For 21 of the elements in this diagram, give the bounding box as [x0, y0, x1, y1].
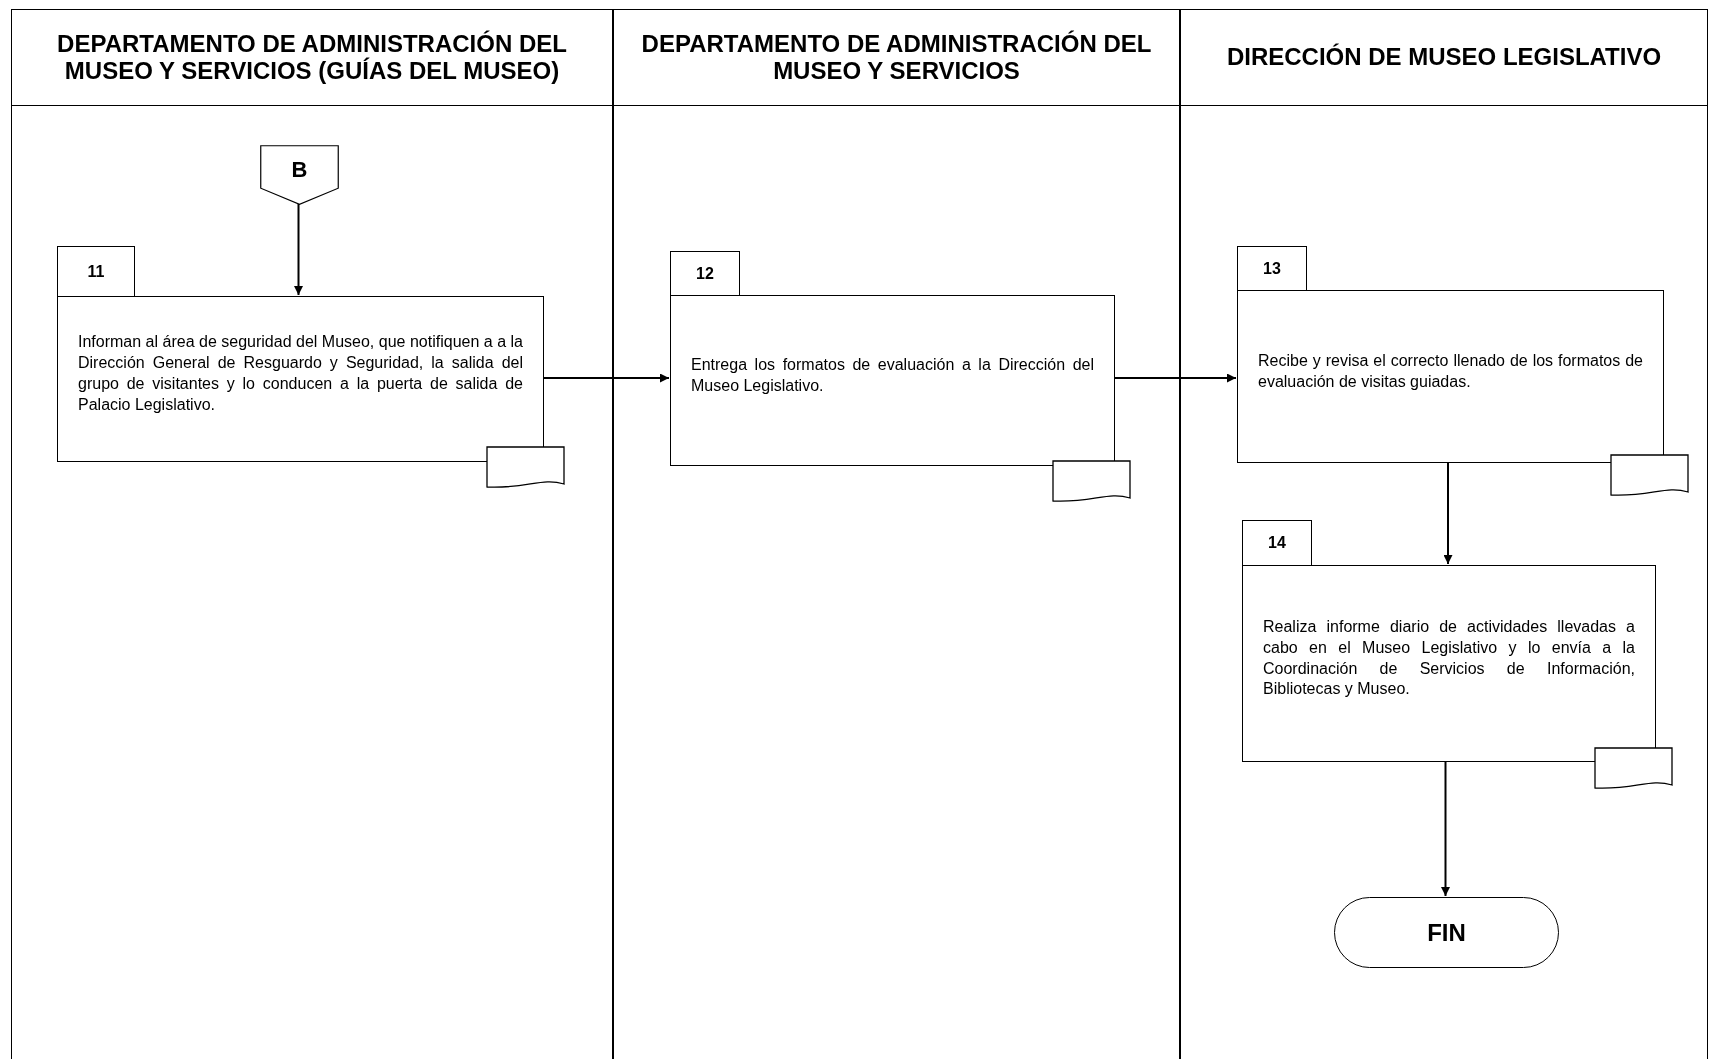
process-box: Informan al área de seguridad del Museo, que notifiquen a a la Dirección General de Resguardo y Seguridad, la salida del grupo de visitantes y lo conducen a la puerta de salida de Palacio Legislativo. — [57, 296, 544, 462]
lane-header: DEPARTAMENTO DE ADMINISTRACIÓN DEL MUSEO Y SERVICIOS — [640, 31, 1153, 84]
swimlane — [11, 9, 613, 1059]
swimlane — [1180, 9, 1708, 1059]
step-number: 13 — [1237, 246, 1307, 290]
process-box: Realiza informe diario de actividades llevadas a cabo en el Museo Legislativo y lo envía a la Coordinación de Servicios de Información, Bibliotecas y Museo. — [1242, 565, 1656, 762]
step-number: 12 — [670, 251, 740, 295]
off-page-connector: B — [260, 145, 339, 205]
step-number: 11 — [57, 246, 135, 296]
lane-header: DIRECCIÓN DE MUSEO LEGISLATIVO — [1225, 44, 1663, 71]
arrow — [1443, 461, 1453, 565]
arrow — [1113, 373, 1237, 383]
arrow — [542, 373, 670, 383]
step-number: 14 — [1242, 520, 1312, 565]
swimlane — [613, 9, 1180, 1059]
arrow — [294, 203, 303, 296]
process-box: Entrega los formatos de evaluación a la Dirección del Museo Legislativo. — [670, 295, 1115, 466]
lane-header: DEPARTAMENTO DE ADMINISTRACIÓN DEL MUSEO Y SERVICIOS (GUÍAS DEL MUSEO) — [56, 31, 568, 84]
terminator: FIN — [1334, 897, 1559, 968]
process-box: Recibe y revisa el correcto llenado de los formatos de evaluación de visitas guiadas. — [1237, 290, 1664, 463]
arrow — [1441, 760, 1450, 897]
